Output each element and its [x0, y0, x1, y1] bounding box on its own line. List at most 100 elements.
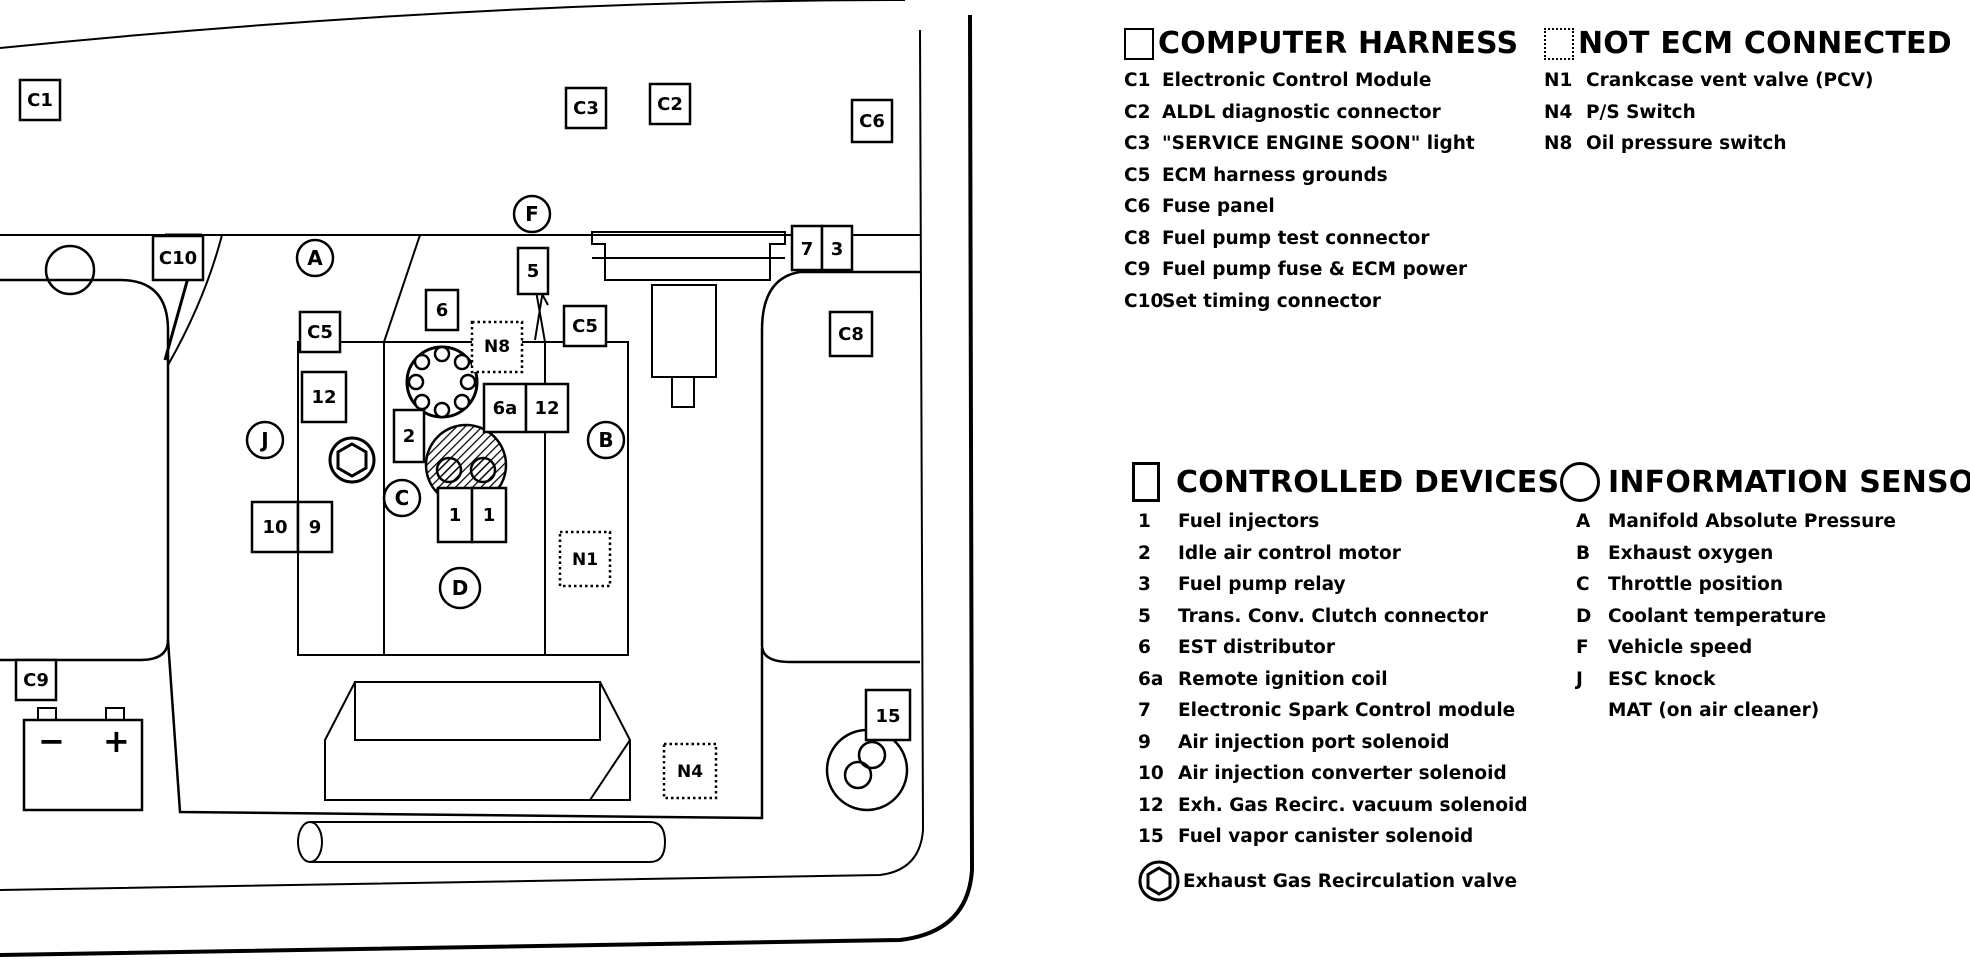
distributor	[405, 345, 479, 419]
legend-item-text: P/S Switch	[1586, 101, 1696, 123]
svg-text:1: 1	[449, 505, 462, 526]
legend-information-sensors: INFORMATION SENSORS A Manifold Absolute P…	[1560, 462, 1970, 727]
legend-item-text: Fuel vapor canister solenoid	[1178, 826, 1474, 847]
legend-item-text: Oil pressure switch	[1586, 133, 1787, 154]
svg-text:N8: N8	[484, 337, 510, 357]
legend-item-code: 2	[1138, 542, 1151, 564]
legend-item: 12 Exh. Gas Recirc. vacuum solenoid	[1132, 790, 1559, 822]
legend-item-code: 3	[1138, 574, 1151, 595]
label-N1: N1	[558, 530, 612, 588]
legend-item-code: A	[1576, 511, 1591, 532]
legend-item-code: 1	[1138, 511, 1151, 532]
solid-box-symbol	[1124, 27, 1154, 60]
legend-item: MAT (on air cleaner)	[1560, 695, 1970, 727]
svg-text:1: 1	[483, 505, 496, 526]
svg-text:C8: C8	[838, 324, 864, 345]
legend-item-code: C8	[1124, 227, 1151, 249]
legend-item: C2 ALDL diagnostic connector	[1124, 97, 1518, 129]
sensor-B: B	[586, 420, 626, 460]
label-C3: C3	[564, 86, 608, 130]
legend-title: INFORMATION SENSORS	[1560, 462, 1970, 502]
circle-symbol	[1560, 462, 1600, 502]
legend-item-text: Fuse panel	[1162, 196, 1275, 217]
svg-text:C2: C2	[657, 94, 683, 115]
label-N4: N4	[662, 742, 718, 800]
label-C6: C6	[850, 98, 894, 144]
svg-text:10: 10	[262, 517, 287, 538]
svg-text:C5: C5	[572, 316, 598, 337]
label-N8: N8	[470, 320, 524, 374]
svg-text:C1: C1	[27, 90, 53, 111]
mount-bolt	[44, 244, 96, 296]
legend-item-text: Electronic Spark Control module	[1178, 700, 1516, 721]
legend-item-code: C3	[1124, 133, 1151, 154]
radiator-air-cleaner	[297, 681, 667, 863]
legend-item-code: B	[1576, 542, 1591, 564]
legend-item-code: F	[1576, 637, 1589, 658]
egr-valve	[328, 436, 376, 484]
svg-text:15: 15	[875, 706, 900, 727]
legend-item-code: C1	[1124, 70, 1151, 91]
svg-text:12: 12	[311, 387, 336, 408]
legend-item-text: Manifold Absolute Pressure	[1608, 511, 1896, 532]
legend-item-text: ALDL diagnostic connector	[1162, 101, 1441, 123]
legend-item-code: 12	[1138, 794, 1164, 816]
legend-item-text: Trans. Conv. Clutch connector	[1178, 605, 1489, 627]
legend-item-text: Fuel injectors	[1178, 511, 1320, 532]
legend-item-text: ESC knock	[1608, 668, 1716, 690]
legend-item-code: C10	[1124, 290, 1164, 312]
label-C2: C2	[648, 82, 692, 126]
legend-item-code: N1	[1544, 70, 1573, 91]
legend-item-code: D	[1576, 605, 1592, 627]
connector-lead	[541, 293, 549, 306]
legend-item-code: C2	[1124, 101, 1151, 123]
label-C8: C8	[828, 310, 874, 358]
legend-item-text: Exh. Gas Recirc. vacuum solenoid	[1178, 794, 1528, 816]
legend-title: CONTROLLED DEVICES	[1132, 462, 1559, 502]
label-C1: C1	[18, 78, 62, 122]
svg-text:7: 7	[801, 239, 814, 260]
label-C10: C10	[151, 234, 205, 282]
battery-plus-label: +	[103, 722, 130, 760]
svg-text:2: 2	[403, 426, 416, 447]
label-7: 7	[790, 224, 824, 272]
legend-item-code: C5	[1124, 164, 1151, 186]
legend-item-text: Vehicle speed	[1608, 637, 1753, 658]
legend-item-text: Set timing connector	[1162, 290, 1382, 312]
egr-valve-icon	[1138, 860, 1180, 902]
legend-item-text: Remote ignition coil	[1178, 668, 1388, 690]
label-1a: 1	[436, 486, 474, 544]
svg-text:C9: C9	[23, 670, 49, 691]
dotted-box-symbol	[1544, 27, 1574, 60]
label-12-right: 12	[524, 382, 570, 434]
label-12-left: 12	[300, 370, 348, 424]
sensor-F: F	[512, 194, 552, 234]
legend-item-text: ECM harness grounds	[1162, 164, 1388, 186]
label-6: 6	[424, 288, 460, 332]
svg-text:N4: N4	[677, 762, 703, 782]
svg-text:C5: C5	[307, 322, 333, 343]
legend-item-code: 15	[1138, 826, 1164, 847]
sensor-A: A	[295, 238, 335, 278]
svg-text:F: F	[525, 202, 539, 226]
legend-item-code	[1576, 695, 1608, 727]
svg-text:D: D	[452, 576, 469, 600]
legend-item-code: 6a	[1138, 668, 1164, 690]
legend-item: F Vehicle speed	[1560, 632, 1970, 664]
label-C9: C9	[14, 658, 58, 702]
